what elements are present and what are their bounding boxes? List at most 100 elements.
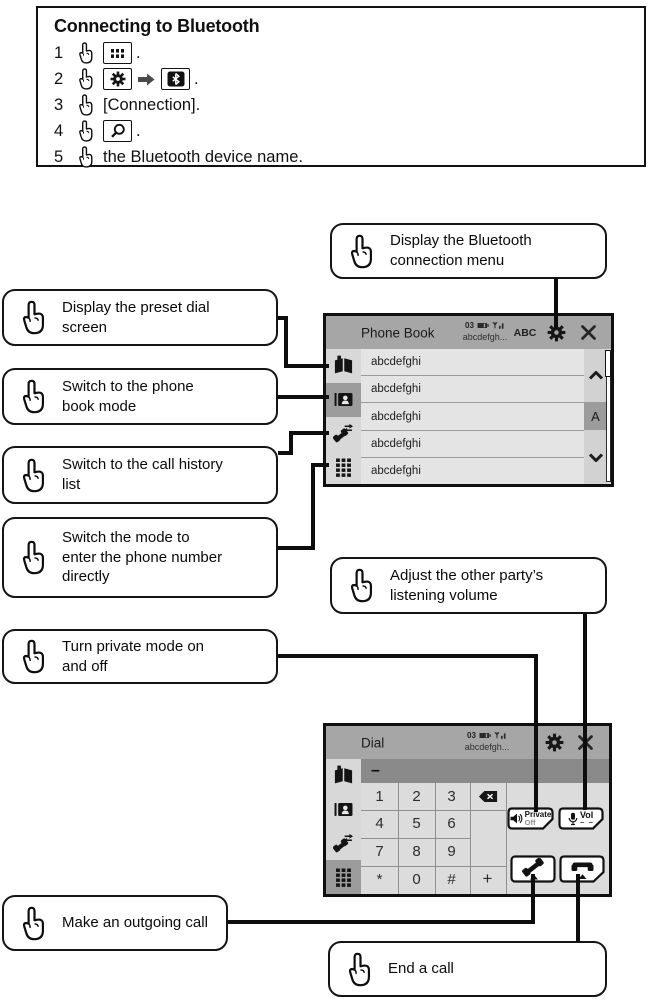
key-1[interactable]: 1 (375, 787, 384, 805)
private-mode-button[interactable]: Private Off (507, 807, 554, 830)
dial-screen: Dial 03 abcdefgh... (323, 723, 612, 897)
instruction-box: Connecting to Bluetooth 1 . 2 (36, 6, 646, 170)
index-letter-badge[interactable]: A (584, 402, 607, 430)
callout-bluetooth-menu: Display the Bluetooth connection menu (330, 223, 607, 279)
key-pound[interactable]: # (447, 871, 456, 888)
battery-icon (477, 323, 489, 328)
scrollbar-thumb[interactable] (605, 350, 611, 377)
backspace-key[interactable] (469, 790, 506, 803)
scroll-down-button[interactable] (584, 430, 607, 484)
list-item[interactable]: abcdefghi (361, 376, 584, 404)
list-item[interactable]: abcdefghi (361, 403, 584, 431)
step-3: 3 [Connection]. (54, 92, 644, 118)
callout-outgoing-call: Make an outgoing call (2, 895, 228, 951)
status-indicator: 03 (467, 731, 476, 740)
sidebar-item-keypad[interactable] (326, 450, 361, 484)
device-name: abcdefgh... (462, 332, 508, 342)
settings-gear-icon[interactable] (547, 323, 566, 342)
sort-mode-label[interactable]: ABC (513, 326, 537, 339)
signal-icon (492, 321, 504, 330)
sidebar-item-call-history[interactable] (326, 417, 361, 451)
dial-sidebar (326, 759, 361, 894)
vol-value: – – (579, 817, 595, 827)
microphone-icon (568, 812, 578, 825)
vol-label: Vol (579, 809, 594, 820)
settings-key (103, 68, 132, 90)
make-call-button[interactable] (510, 855, 556, 883)
chevron-down-icon (588, 452, 603, 462)
bluetooth-key (161, 68, 190, 90)
call-handset-icon (521, 857, 544, 879)
tap-hand-icon (22, 639, 45, 674)
tap-hand-icon (79, 68, 93, 90)
step-5: 5 the Bluetooth device name. (54, 144, 644, 170)
callout-end-call: End a call (328, 941, 607, 997)
contact-list: abcdefghi abcdefghi abcdefghi abcdefghi … (361, 349, 584, 484)
private-state: Off (524, 817, 536, 827)
scroll-up-button[interactable] (584, 349, 607, 402)
grid-line (505, 783, 507, 894)
preset-dial-book-icon (334, 356, 353, 374)
number-entry-field[interactable]: – (361, 759, 609, 783)
status-cluster: 03 abcdefgh... (444, 320, 526, 343)
tap-hand-icon (350, 568, 373, 603)
sidebar-item-phonebook[interactable] (326, 793, 361, 827)
tap-hand-icon (22, 458, 45, 492)
key-2[interactable]: 2 (412, 787, 421, 805)
speaker-icon (510, 813, 522, 824)
close-icon[interactable] (581, 325, 596, 340)
phonebook-contact-icon (334, 803, 353, 817)
key-plus[interactable]: + (482, 869, 493, 888)
sidebar-item-keypad[interactable] (326, 860, 361, 894)
list-item[interactable]: abcdefghi (361, 431, 584, 458)
bluetooth-icon (167, 71, 184, 87)
status-indicator: 03 (465, 321, 474, 330)
key-4[interactable]: 4 (375, 815, 384, 832)
preset-dial-book-icon (334, 766, 353, 784)
battery-icon (479, 733, 491, 738)
key-star[interactable]: * (376, 871, 383, 888)
callout-phonebook-mode: Switch to the phone book mode (2, 368, 278, 425)
private-label: Private (524, 809, 552, 819)
step-1: 1 . (54, 40, 644, 66)
phonebook-header: Phone Book 03 abcdefgh... ABC (326, 316, 611, 349)
key-8[interactable]: 8 (412, 843, 421, 860)
call-history-icon (333, 423, 354, 443)
step-2: 2 . (54, 66, 644, 92)
dial-header: Dial 03 abcdefgh... (326, 726, 609, 759)
close-icon[interactable] (578, 735, 593, 750)
sidebar-item-preset-dial[interactable] (326, 349, 361, 383)
tap-hand-icon (79, 42, 93, 64)
tap-hand-icon (79, 94, 93, 116)
key-3[interactable]: 3 (447, 787, 456, 805)
search-icon (110, 123, 125, 138)
list-item[interactable]: abcdefghi (371, 464, 421, 477)
settings-gear-icon (110, 71, 125, 87)
signal-icon (494, 731, 506, 740)
home-grid-key (103, 42, 132, 64)
key-9[interactable]: 9 (447, 843, 456, 860)
entry-text: – (371, 762, 380, 779)
sidebar-item-call-history[interactable] (326, 827, 361, 861)
grid-line (361, 838, 470, 839)
sidebar-item-phonebook[interactable] (326, 382, 361, 417)
list-item[interactable]: abcdefghi (361, 349, 584, 377)
key-0[interactable]: 0 (412, 871, 421, 888)
key-7[interactable]: 7 (375, 843, 384, 860)
status-cluster: 03 abcdefgh... (446, 730, 528, 753)
key-5[interactable]: 5 (412, 815, 421, 832)
end-call-handset-icon (571, 862, 593, 879)
volume-button[interactable]: Vol – – (558, 807, 604, 830)
button-shape (559, 855, 605, 883)
end-call-button[interactable] (559, 855, 605, 883)
apps-grid-icon (111, 48, 124, 58)
key-6[interactable]: 6 (447, 815, 456, 832)
tap-hand-icon (22, 906, 45, 940)
tap-hand-icon (22, 540, 45, 575)
callout-call-history: Switch to the call history list (2, 446, 278, 504)
settings-gear-icon[interactable] (545, 733, 564, 752)
phonebook-sidebar (326, 349, 361, 484)
step-4: 4 . (54, 118, 644, 144)
sidebar-item-preset-dial[interactable] (326, 759, 361, 793)
